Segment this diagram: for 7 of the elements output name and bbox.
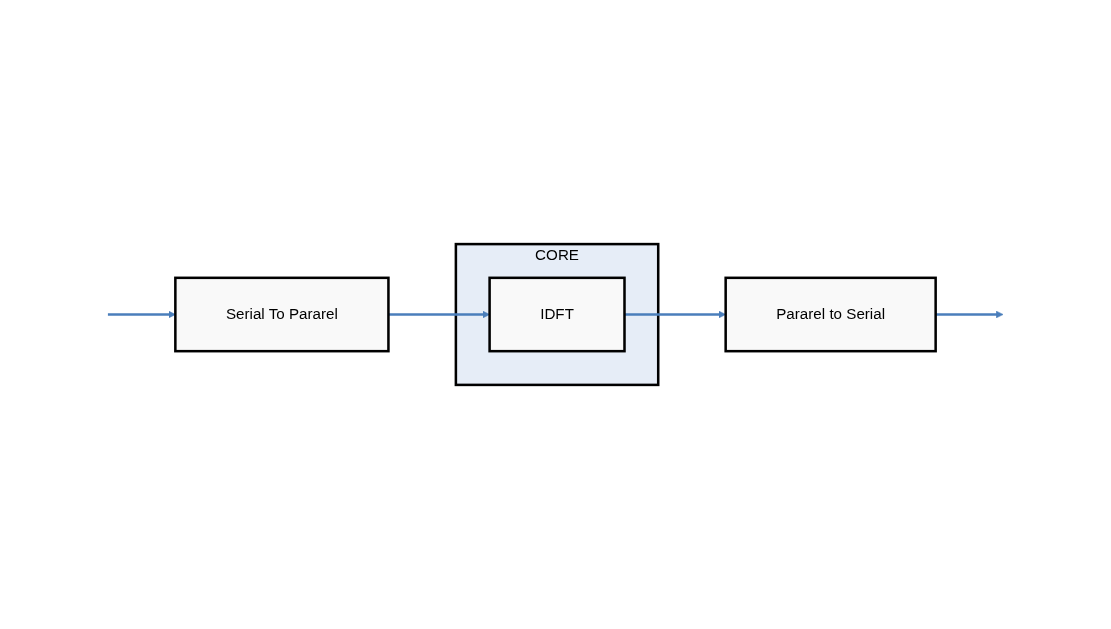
node-box: IDFT — [488, 276, 626, 353]
node-box: Serial To Pararel — [174, 276, 390, 353]
arrow — [388, 310, 490, 319]
arrow — [624, 310, 726, 319]
arrow — [107, 310, 176, 319]
arrow — [935, 310, 1004, 319]
node-box: Pararel to Serial — [724, 276, 937, 353]
